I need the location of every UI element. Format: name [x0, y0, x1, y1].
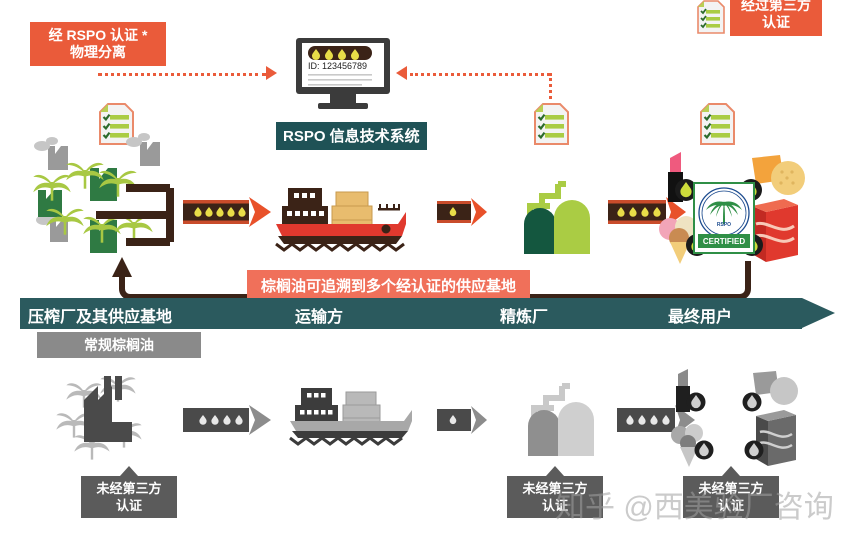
stage-label-refinery: 精炼厂 [500, 309, 549, 326]
conveyor-mill-to-transport [183, 196, 271, 228]
conveyor-conventional-transport [437, 406, 487, 436]
plantation-cluster-conventional [56, 368, 242, 468]
rspo-certified-seal: RSPO CERTIFIED [693, 182, 755, 254]
stage-label-enduser: 最终用户 [668, 309, 733, 326]
label-not-certified-mill: 未经第三方 认证 [81, 476, 177, 518]
not-certified-pointer-2 [546, 466, 564, 476]
label-not-certified-enduser: 未经第三方 认证 [683, 476, 779, 518]
refinery-tanks-conventional [516, 372, 604, 462]
enduser-products-conventional [668, 368, 818, 473]
checklist-icon-refinery [534, 103, 569, 145]
svg-text:CERTIFIED: CERTIFIED [703, 237, 745, 246]
dotted-arrowhead-right [396, 66, 407, 80]
cargo-ship-certified [274, 180, 414, 252]
checklist-icon-top-right [697, 0, 725, 34]
checklist-icon-enduser [700, 103, 735, 145]
conveyor-conventional-mill [183, 404, 271, 436]
dotted-connector-left [98, 73, 266, 76]
dotted-connector-right [410, 73, 550, 76]
label-third-party-certified-top: 经过第三方 认证 [730, 0, 822, 36]
conveyor-conventional-refinery [617, 404, 695, 436]
label-rspo-it-system: RSPO 信息技术系统 [276, 122, 427, 150]
plantation-cluster [30, 130, 270, 265]
stage-label-mill: 压榨厂及其供应基地 [28, 309, 173, 326]
label-conventional-palm-oil: 常规棕榈油 [37, 332, 201, 358]
refinery-tanks-certified [510, 168, 600, 258]
not-certified-pointer-1 [120, 466, 138, 476]
svg-text:ID: 123456789: ID: 123456789 [308, 61, 367, 71]
label-not-certified-refinery: 未经第三方 认证 [507, 476, 603, 518]
rspo-it-system-monitor: ID: 123456789 [296, 38, 390, 110]
watermark-text: 知乎 @西美验厂咨询 [555, 491, 834, 524]
dotted-arrowhead-left [266, 66, 277, 80]
svg-text:RSPO: RSPO [717, 222, 731, 228]
label-certified-physical-separation: 经 RSPO 认证 * 物理分离 [30, 22, 166, 66]
conveyor-transport-to-refinery [437, 198, 487, 228]
supply-chain-stage-bar: 压榨厂及其供应基地 运输方 精炼厂 最终用户 [20, 298, 835, 329]
not-certified-pointer-3 [722, 466, 740, 476]
banner-traceability: 棕榈油可追溯到多个经认证的供应基地 [247, 270, 531, 301]
dotted-connector-right-vertical [549, 73, 552, 99]
conveyor-refinery-to-enduser [608, 196, 686, 228]
cargo-ship-conventional [288, 378, 418, 446]
stage-label-transport: 运输方 [295, 309, 344, 326]
